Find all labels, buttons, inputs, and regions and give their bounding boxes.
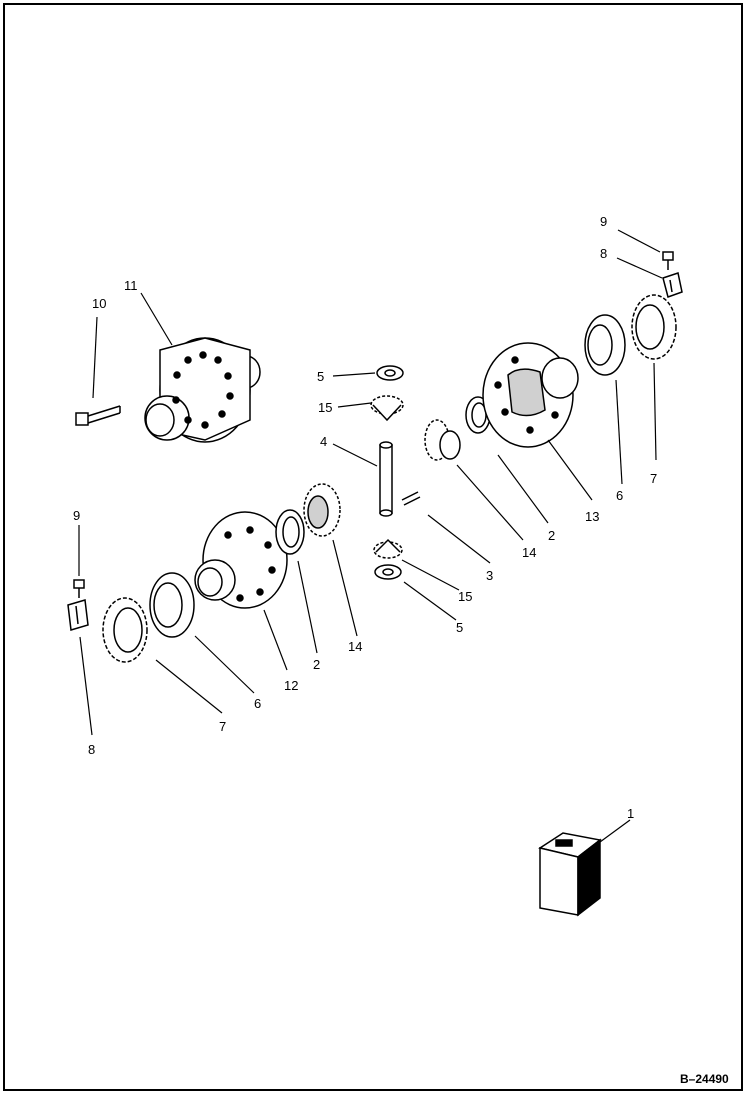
part-6-bearing-left bbox=[149, 572, 195, 638]
figure-id: B–24490 bbox=[680, 1072, 729, 1086]
callout-2-right: 2 bbox=[548, 528, 555, 543]
part-15-pinion-gear-lower bbox=[373, 538, 403, 559]
leader-lines bbox=[78, 229, 663, 843]
part-8-lock-bracket-left bbox=[67, 599, 89, 631]
callout-5-lower: 5 bbox=[456, 620, 463, 635]
callout-3: 3 bbox=[486, 568, 493, 583]
part-11-differential-case-assembly bbox=[144, 337, 261, 443]
part-3-pin bbox=[401, 491, 421, 506]
part-7-adjusting-ring-right bbox=[631, 294, 677, 360]
callout-6-right: 6 bbox=[616, 488, 623, 503]
callout-labels: 1 9 8 11 10 5 15 4 7 6 13 2 14 3 15 5 9 … bbox=[73, 214, 729, 1086]
callout-9-left: 9 bbox=[73, 508, 80, 523]
part-9-bolt-right bbox=[662, 251, 674, 270]
callout-15-lower: 15 bbox=[458, 589, 472, 604]
callout-7-left: 7 bbox=[219, 719, 226, 734]
callout-7-right: 7 bbox=[650, 471, 657, 486]
callout-2-left: 2 bbox=[313, 657, 320, 672]
callout-1: 1 bbox=[627, 806, 634, 821]
callout-14-right: 14 bbox=[522, 545, 536, 560]
callout-15-upper: 15 bbox=[318, 400, 332, 415]
part-9-bolt-left bbox=[73, 579, 85, 598]
part-5-washer-upper bbox=[376, 365, 404, 381]
page-border bbox=[3, 3, 743, 1091]
part-4-cross-shaft bbox=[379, 441, 393, 517]
callout-8-left: 8 bbox=[88, 742, 95, 757]
callout-13: 13 bbox=[585, 509, 599, 524]
part-2-thrust-washer-left bbox=[275, 509, 305, 555]
callout-11: 11 bbox=[124, 278, 138, 293]
part-8-lock-bracket-right bbox=[662, 272, 683, 298]
part-13-case-half bbox=[482, 342, 579, 448]
part-10-bolt bbox=[75, 405, 121, 426]
part-5-washer-lower bbox=[374, 564, 402, 580]
callout-4: 4 bbox=[320, 434, 327, 449]
callout-14-left: 14 bbox=[348, 639, 362, 654]
callout-12: 12 bbox=[284, 678, 298, 693]
callout-9-right: 9 bbox=[600, 214, 607, 229]
callout-5-upper: 5 bbox=[317, 369, 324, 384]
part-1-kit-box bbox=[538, 832, 602, 917]
callout-10: 10 bbox=[92, 296, 106, 311]
part-12-case-half bbox=[194, 511, 288, 609]
part-14-side-gear-left bbox=[303, 483, 341, 537]
callout-8-right: 8 bbox=[600, 246, 607, 261]
part-7-adjusting-ring-left bbox=[102, 597, 148, 663]
callout-6-left: 6 bbox=[254, 696, 261, 711]
part-14-side-gear-right bbox=[424, 419, 461, 461]
part-6-bearing-right bbox=[584, 314, 626, 376]
part-15-pinion-gear-upper bbox=[370, 395, 404, 422]
